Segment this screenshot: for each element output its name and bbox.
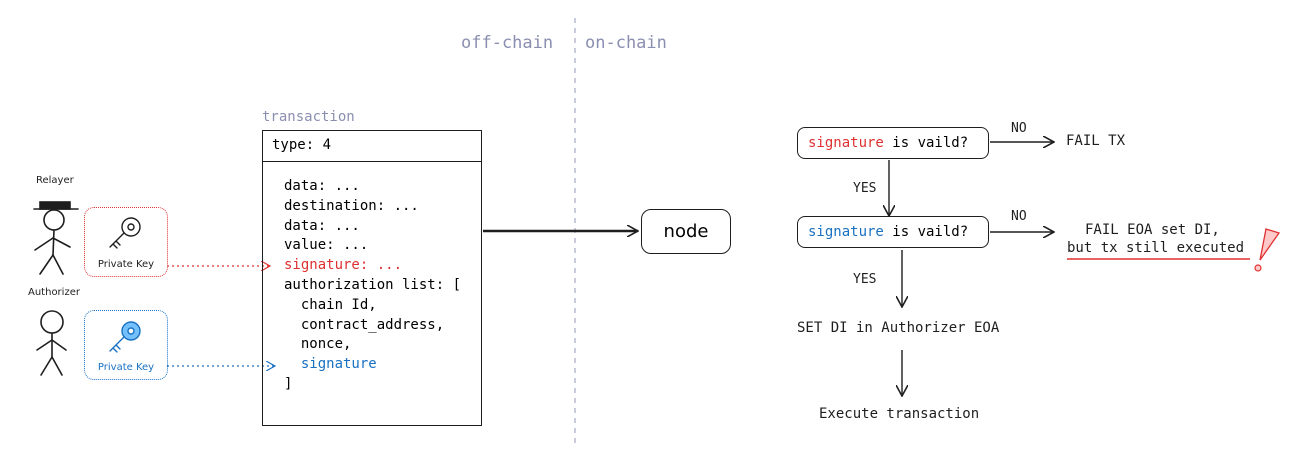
transaction-type: type: 4 — [272, 137, 332, 153]
set-di-label: SET DI in Authorizer EOA — [797, 320, 1000, 336]
warning-icon — [1254, 228, 1281, 272]
yes-label-2: YES — [853, 272, 877, 287]
authorizer-private-key-label: Private Key — [97, 362, 155, 373]
signature-check-2: signature is vaild? — [797, 216, 989, 248]
tx-field: authorization list: [ — [284, 276, 462, 293]
tx-field: chain Id, — [284, 296, 377, 313]
key-icon — [109, 217, 141, 249]
transaction-fields: data: ... destination: ... data: ... val… — [284, 177, 461, 395]
on-chain-label: on-chain — [585, 33, 667, 53]
transaction-box: type: 4 data: ... destination: ... data:… — [262, 130, 482, 426]
check2-text: is vaild? — [883, 224, 969, 240]
tx-field: data: ... — [284, 217, 360, 234]
tx-field-auth-signature: signature — [284, 356, 377, 373]
tx-field-signature: signature: ... — [284, 257, 403, 274]
relayer-private-key-label: Private Key — [97, 259, 155, 270]
fail-eoa-line-1: FAIL EOA set DI, — [1085, 222, 1220, 238]
tx-field: value: ... — [284, 237, 369, 254]
relayer-label: Relayer — [36, 175, 74, 186]
transaction-type-row: type: 4 — [263, 131, 481, 162]
no-label-1: NO — [1011, 121, 1027, 136]
tx-field: nonce, — [284, 336, 352, 353]
authorizer-private-key-box: Private Key — [84, 310, 168, 380]
execute-transaction-label: Execute transaction — [819, 406, 980, 422]
tx-field: ] — [284, 375, 293, 392]
authorizer-label: Authorizer — [28, 287, 80, 298]
key-icon — [109, 321, 141, 353]
node-box: node — [641, 209, 731, 254]
check1-keyword: signature — [808, 135, 884, 151]
tx-field: contract_address, — [284, 316, 445, 333]
fail-tx-label: FAIL TX — [1066, 133, 1126, 149]
tx-field: destination: ... — [284, 197, 419, 214]
signature-check-1: signature is vaild? — [797, 127, 989, 159]
no-label-2: NO — [1011, 209, 1027, 224]
check1-text: is vaild? — [883, 135, 969, 151]
fail-eoa-line-2: but tx still executed — [1067, 240, 1245, 256]
off-chain-label: off-chain — [461, 33, 554, 53]
authorizer-figure-icon — [36, 310, 67, 376]
relayer-figure-icon — [33, 201, 79, 275]
yes-label-1: YES — [853, 181, 877, 196]
transaction-title: transaction — [262, 109, 355, 125]
tx-field: data: ... — [284, 178, 360, 194]
check2-keyword: signature — [808, 224, 884, 240]
node-label: node — [663, 221, 709, 242]
relayer-private-key-box: Private Key — [84, 207, 168, 277]
